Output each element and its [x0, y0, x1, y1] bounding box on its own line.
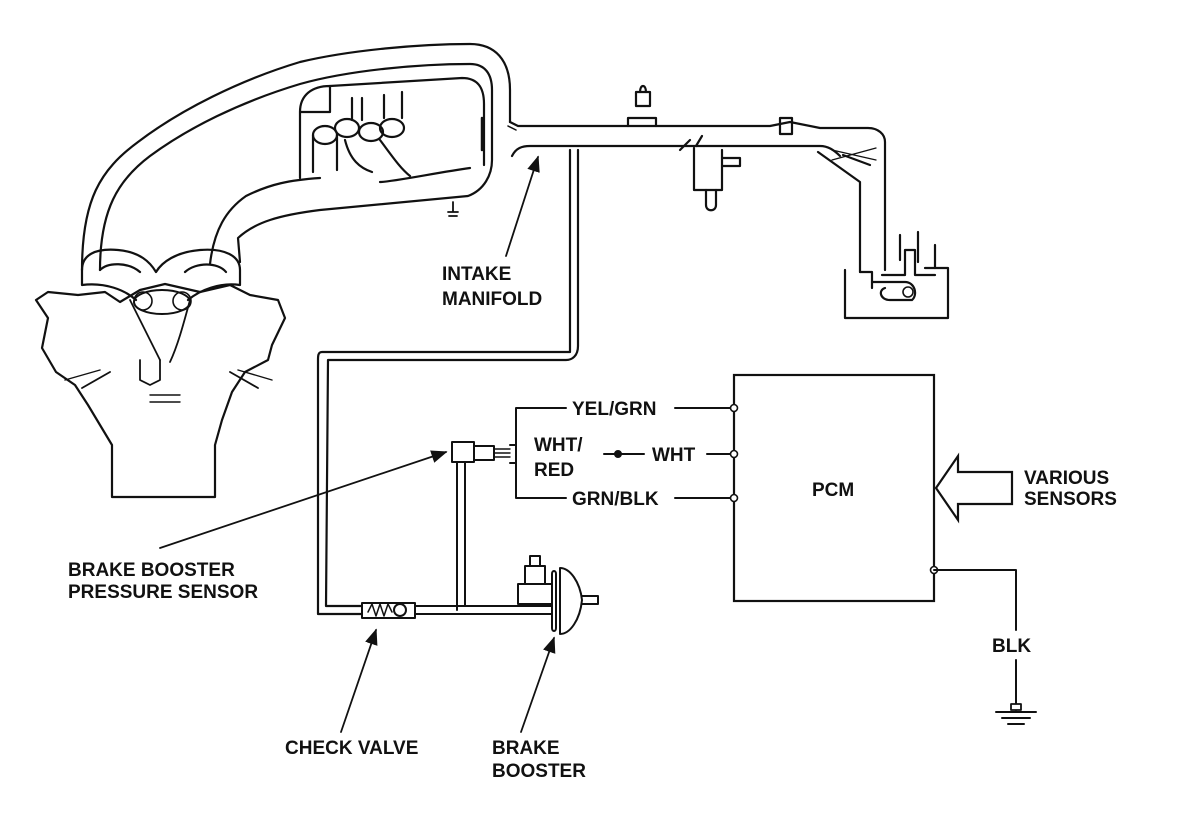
- wiring-harness: [515, 407, 735, 499]
- wire-label-grn-blk: GRN/BLK: [572, 489, 659, 510]
- vacuum-hose-to-check-valve: [316, 148, 580, 616]
- various-sensors-label-line1: VARIOUS: [1024, 468, 1109, 489]
- engine-assembly: [34, 282, 287, 499]
- brake-booster-label-line2: BOOSTER: [492, 761, 586, 782]
- intake-manifold-label-line2: MANIFOLD: [442, 289, 542, 310]
- brake-booster-label-line1: BRAKE: [492, 738, 560, 759]
- wire-label-wht-red-line1: WHT/: [534, 435, 583, 456]
- check-valve: [361, 602, 553, 619]
- pressure-sensor-label-line1: BRAKE BOOSTER: [68, 560, 235, 581]
- various-sensors-label-line2: SENSORS: [1024, 489, 1117, 510]
- wire-label-yel-grn: YEL/GRN: [572, 399, 656, 420]
- check-valve-label: CHECK VALVE: [285, 738, 418, 759]
- pressure-sensor-label-line2: PRESSURE SENSOR: [68, 582, 258, 603]
- ground-label: BLK: [992, 636, 1031, 657]
- brake-booster-unit: [517, 555, 599, 635]
- ground-icon: [1010, 703, 1022, 711]
- wire-label-wht-red-line2: RED: [534, 460, 574, 481]
- pcm-module: [729, 373, 939, 603]
- sensor-vacuum-line: [453, 461, 469, 611]
- vacuum-hose-top: [507, 84, 950, 320]
- pressure-sensor: [451, 441, 517, 464]
- intake-manifold: [80, 42, 512, 302]
- pcm-label: PCM: [812, 480, 854, 501]
- callout-arrows: [159, 155, 556, 733]
- ground-wire: [933, 569, 1037, 725]
- various-sensors-arrow: [934, 452, 1014, 524]
- intake-manifold-label-line1: INTAKE: [442, 264, 511, 285]
- wire-label-wht: WHT: [652, 445, 696, 466]
